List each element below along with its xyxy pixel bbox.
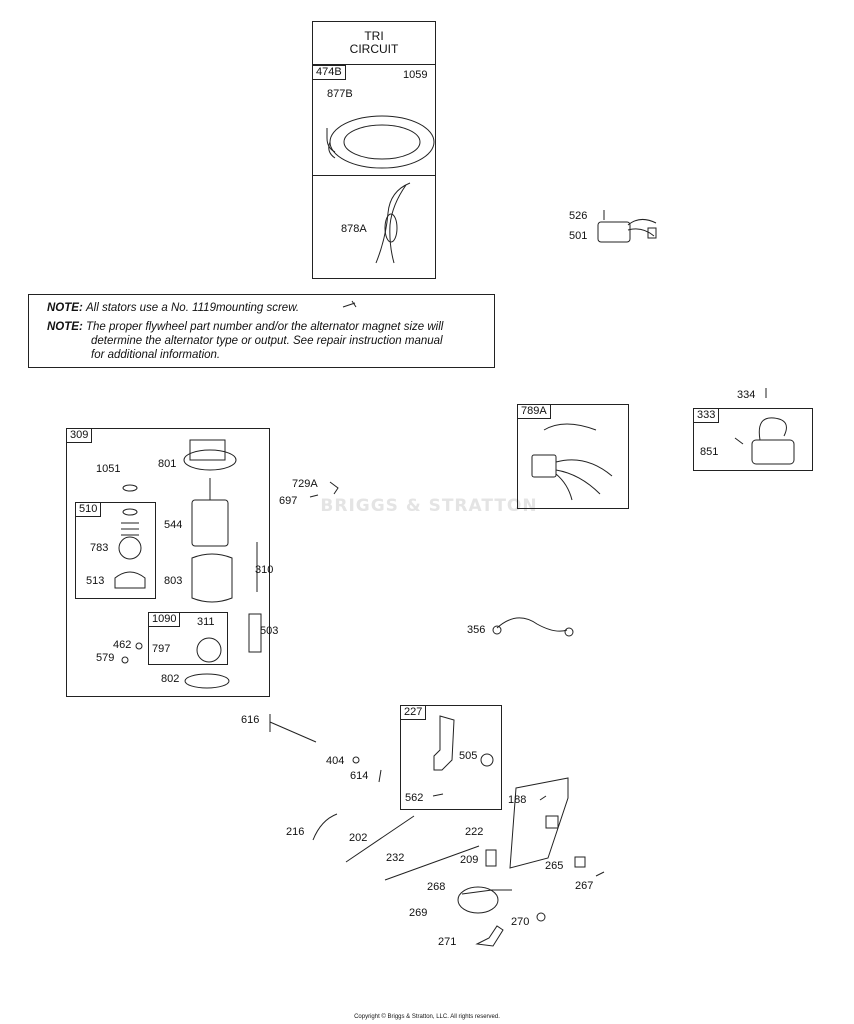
tri-circuit-title: TRI CIRCUIT xyxy=(313,22,435,65)
part-209[interactable]: 209 xyxy=(460,854,479,866)
part-311[interactable]: 311 xyxy=(197,616,215,628)
part-579[interactable]: 579 xyxy=(96,652,115,664)
note-line-2c: for additional information. xyxy=(91,349,221,361)
part-526[interactable]: 526 xyxy=(569,210,588,222)
kit-1090[interactable]: 1090 xyxy=(148,612,181,627)
part-356[interactable]: 356 xyxy=(467,624,486,636)
part-503[interactable]: 503 xyxy=(260,625,279,637)
part-222[interactable]: 222 xyxy=(465,826,484,838)
part-1051[interactable]: 1051 xyxy=(96,463,121,475)
part-501[interactable]: 501 xyxy=(569,230,588,242)
part-270[interactable]: 270 xyxy=(511,916,530,928)
kit-227[interactable]: 227 xyxy=(400,705,427,720)
part-801[interactable]: 801 xyxy=(158,458,177,470)
harness-kit-panel xyxy=(517,404,629,509)
brand-watermark: BRIGGS & STRATTON xyxy=(320,496,538,516)
part-267[interactable]: 267 xyxy=(575,880,594,892)
part-802[interactable]: 802 xyxy=(161,673,180,685)
brush-kit-panel xyxy=(148,612,228,665)
part-216[interactable]: 216 xyxy=(286,826,305,838)
part-404[interactable]: 404 xyxy=(326,755,345,767)
note-line-1: All stators use a No. 1119mounting screw… xyxy=(85,302,300,314)
part-513[interactable]: 513 xyxy=(86,575,105,587)
drive-kit-panel xyxy=(75,502,156,599)
part-851[interactable]: 851 xyxy=(700,446,719,458)
note-line-2b: determine the alternator type or output.… xyxy=(91,335,443,347)
part-232[interactable]: 232 xyxy=(386,852,405,864)
part-562[interactable]: 562 xyxy=(405,792,424,804)
kit-789a[interactable]: 789A xyxy=(517,404,551,419)
part-462[interactable]: 462 xyxy=(113,639,132,651)
title-line-1: TRI xyxy=(364,29,384,43)
part-803[interactable]: 803 xyxy=(164,575,183,587)
part-878a[interactable]: 878A xyxy=(341,223,367,235)
part-188[interactable]: 188 xyxy=(508,794,527,806)
part-697[interactable]: 697 xyxy=(279,495,298,507)
copyright-footer: Copyright © Briggs & Stratton, LLC. All … xyxy=(354,1014,500,1020)
kit-309[interactable]: 309 xyxy=(66,428,93,443)
part-202[interactable]: 202 xyxy=(349,832,368,844)
part-265[interactable]: 265 xyxy=(545,860,564,872)
part-310[interactable]: 310 xyxy=(255,564,274,576)
part-783[interactable]: 783 xyxy=(90,542,109,554)
ignition-kit-panel xyxy=(693,408,813,471)
note-box: NOTE: All stators use a No. 1119mounting… xyxy=(28,294,495,368)
note-prefix-2: NOTE: xyxy=(47,321,83,333)
part-616[interactable]: 616 xyxy=(241,714,260,726)
part-271[interactable]: 271 xyxy=(438,936,457,948)
starter-kit-panel xyxy=(66,428,270,697)
part-544[interactable]: 544 xyxy=(164,519,183,531)
part-334[interactable]: 334 xyxy=(737,389,756,401)
title-line-2: CIRCUIT xyxy=(349,42,399,56)
tri-circuit-panel: TRI CIRCUIT xyxy=(312,21,436,279)
lever-kit-panel xyxy=(400,705,502,810)
part-877b[interactable]: 877B xyxy=(327,88,353,100)
part-729a[interactable]: 729A xyxy=(292,478,318,490)
kit-474b[interactable]: 474B xyxy=(312,65,346,80)
note-line-2a: The proper flywheel part number and/or t… xyxy=(85,321,444,333)
part-797[interactable]: 797 xyxy=(152,643,171,655)
panel-divider xyxy=(313,175,435,176)
kit-510[interactable]: 510 xyxy=(75,502,102,517)
note-prefix-1: NOTE: xyxy=(47,302,83,314)
part-269[interactable]: 269 xyxy=(409,907,428,919)
part-614[interactable]: 614 xyxy=(350,770,369,782)
part-505[interactable]: 505 xyxy=(459,750,478,762)
part-1059[interactable]: 1059 xyxy=(403,69,428,81)
kit-333[interactable]: 333 xyxy=(693,408,720,423)
part-268[interactable]: 268 xyxy=(427,881,446,893)
